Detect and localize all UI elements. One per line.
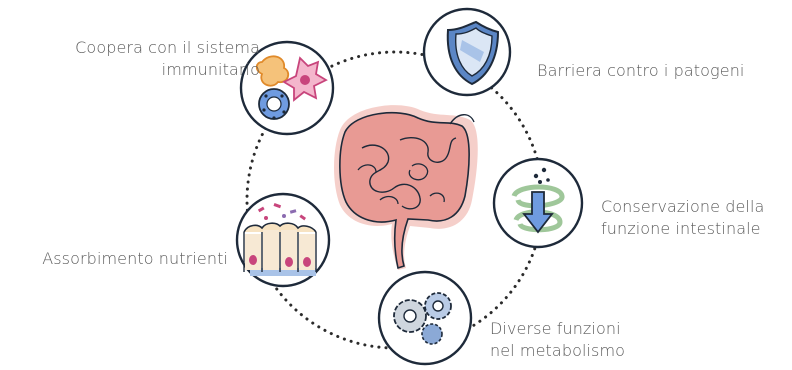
conservation-circle bbox=[494, 159, 582, 247]
immune-label-line2: immunitario bbox=[20, 59, 260, 81]
immune-label-line1: Coopera con il sistema bbox=[20, 37, 260, 59]
metabolism-label: Diverse funzioni nel metabolismo bbox=[490, 318, 710, 362]
intestine-icon bbox=[334, 105, 478, 270]
barrier-label: Barriera contro i patogeni bbox=[537, 60, 787, 82]
metabolism-circle bbox=[379, 272, 471, 364]
barrier-label-line1: Barriera contro i patogeni bbox=[537, 60, 787, 82]
barrier-circle bbox=[424, 9, 510, 95]
absorption-label-line1: Assorbimento nutrienti bbox=[0, 248, 228, 270]
conservation-label-line1: Conservazione della bbox=[601, 196, 791, 218]
metabolism-label-line2: nel metabolismo bbox=[490, 340, 710, 362]
absorption-label: Assorbimento nutrienti bbox=[0, 248, 228, 270]
metabolism-label-line1: Diverse funzioni bbox=[490, 318, 710, 340]
conservation-label-line2: funzione intestinale bbox=[601, 218, 791, 240]
immune-label: Coopera con il sistema immunitario bbox=[20, 37, 260, 81]
absorption-circle bbox=[237, 194, 329, 286]
conservation-label: Conservazione della funzione intestinale bbox=[601, 196, 791, 240]
